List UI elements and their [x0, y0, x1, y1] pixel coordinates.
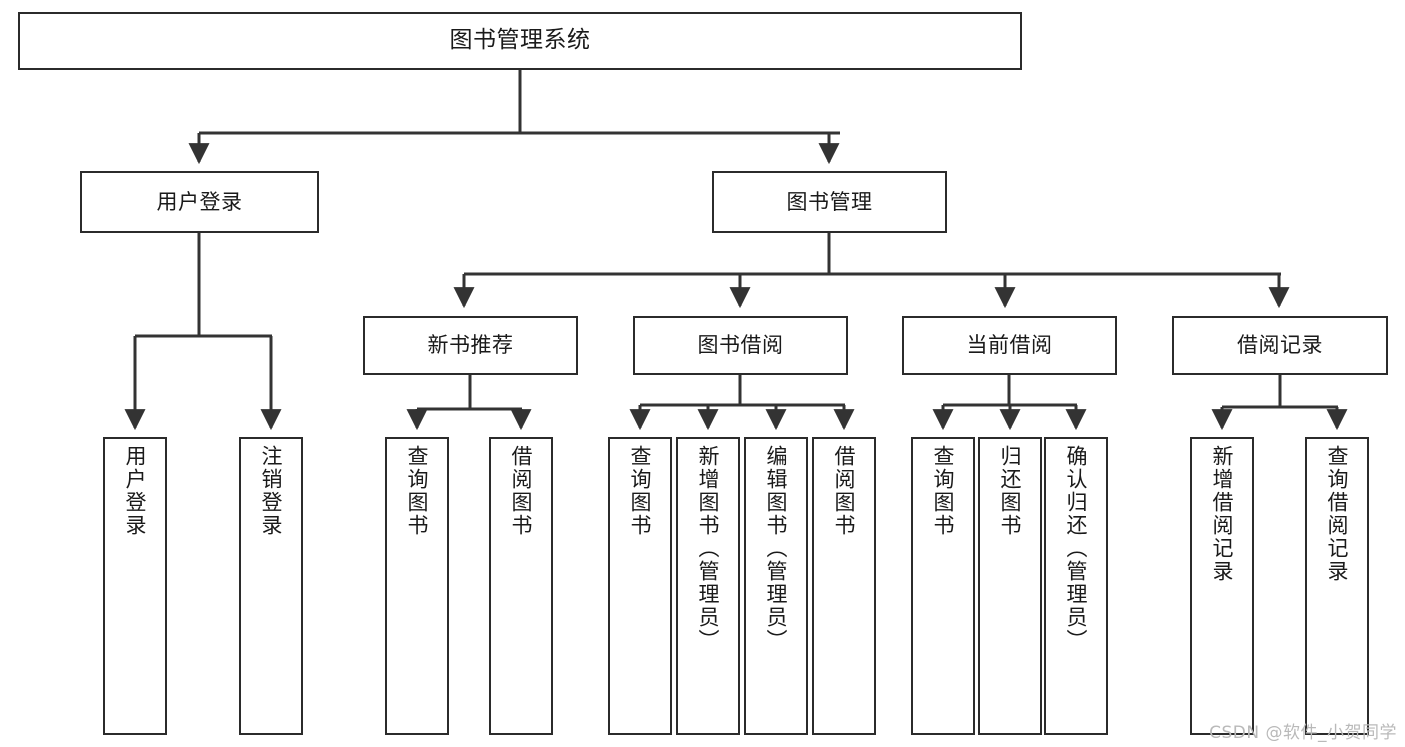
node-leaf-borrow-book-2-label: 借阅图书	[832, 445, 857, 537]
node-leaf-query-book-2-label: 查询图书	[628, 445, 653, 537]
node-leaf-query-book-1-label: 查询图书	[405, 445, 430, 537]
node-book-manage-label: 图书管理	[786, 189, 873, 214]
node-leaf-query-book-1[interactable]: 查询图书	[385, 437, 449, 735]
node-leaf-query-book-2[interactable]: 查询图书	[608, 437, 672, 735]
node-leaf-user-login-label: 用户登录	[123, 445, 148, 537]
node-leaf-logout-login[interactable]: 注销登录	[239, 437, 303, 735]
csdn-watermark: CSDN @软件_小贺同学	[1209, 723, 1397, 743]
node-user-login-label: 用户登录	[156, 189, 243, 214]
node-leaf-add-book[interactable]: 新增图书（管理员）	[676, 437, 740, 735]
node-leaf-logout-login-label: 注销登录	[259, 445, 284, 537]
node-new-book-recommend[interactable]: 新书推荐	[363, 316, 578, 375]
node-leaf-edit-book[interactable]: 编辑图书（管理员）	[744, 437, 808, 735]
node-book-borrow-label: 图书借阅	[697, 333, 784, 358]
node-leaf-add-record-label: 新增借阅记录	[1210, 445, 1235, 583]
node-new-book-recommend-label: 新书推荐	[427, 333, 514, 358]
node-borrow-record-label: 借阅记录	[1237, 333, 1323, 358]
node-leaf-add-record[interactable]: 新增借阅记录	[1190, 437, 1254, 735]
node-leaf-query-record[interactable]: 查询借阅记录	[1305, 437, 1369, 735]
node-book-borrow[interactable]: 图书借阅	[633, 316, 848, 375]
node-leaf-add-book-label: 新增图书（管理员）	[696, 445, 721, 652]
node-book-manage[interactable]: 图书管理	[712, 171, 947, 233]
node-borrow-record[interactable]: 借阅记录	[1172, 316, 1388, 375]
node-leaf-borrow-book-2[interactable]: 借阅图书	[812, 437, 876, 735]
node-leaf-return-book-label: 归还图书	[998, 445, 1023, 537]
node-leaf-query-record-label: 查询借阅记录	[1325, 445, 1350, 583]
node-leaf-confirm-return-label: 确认归还（管理员）	[1064, 445, 1089, 652]
node-leaf-borrow-book-1-label: 借阅图书	[509, 445, 534, 537]
node-leaf-confirm-return[interactable]: 确认归还（管理员）	[1044, 437, 1108, 735]
node-root-label: 图书管理系统	[449, 27, 591, 54]
node-current-borrow[interactable]: 当前借阅	[902, 316, 1117, 375]
node-leaf-query-book-3[interactable]: 查询图书	[911, 437, 975, 735]
node-user-login[interactable]: 用户登录	[80, 171, 319, 233]
node-leaf-borrow-book-1[interactable]: 借阅图书	[489, 437, 553, 735]
node-root[interactable]: 图书管理系统	[18, 12, 1022, 70]
node-current-borrow-label: 当前借阅	[966, 333, 1053, 358]
node-leaf-return-book[interactable]: 归还图书	[978, 437, 1042, 735]
node-leaf-edit-book-label: 编辑图书（管理员）	[764, 445, 789, 652]
node-leaf-user-login[interactable]: 用户登录	[103, 437, 167, 735]
node-leaf-query-book-3-label: 查询图书	[931, 445, 956, 537]
